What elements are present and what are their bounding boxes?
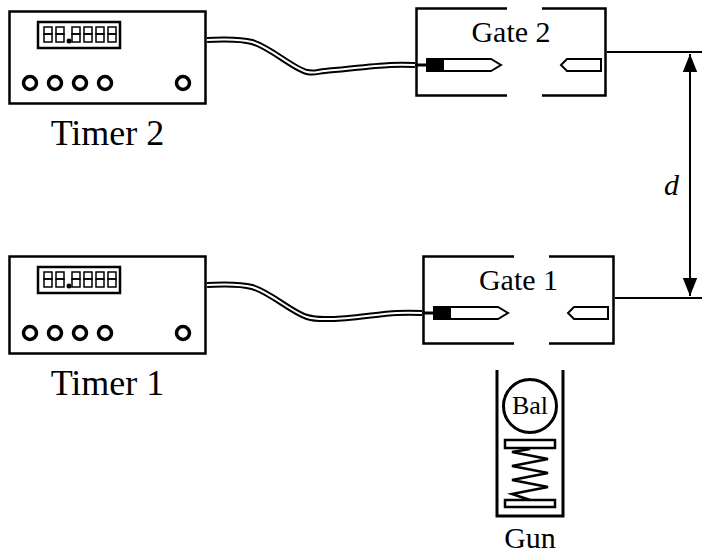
segment-digit — [72, 279, 80, 287]
segment-digit — [44, 34, 52, 42]
cable-outer — [207, 284, 422, 319]
display-window — [38, 267, 120, 293]
segment-digit — [56, 279, 64, 287]
ball-node: Bal — [502, 378, 558, 434]
spring-base — [505, 500, 555, 507]
timer-outline — [8, 255, 207, 355]
timer-knob — [49, 327, 62, 340]
segment-digit — [96, 27, 104, 34]
cable-inner — [207, 39, 415, 72]
segment-digit — [56, 272, 64, 279]
dimension-arrow — [689, 54, 691, 296]
segment-digit — [96, 279, 104, 287]
decimal-point — [67, 284, 72, 289]
segment-digit — [108, 272, 116, 279]
gate-node: Gate 2 — [415, 7, 607, 97]
timer-label: Timer 2 — [51, 115, 165, 151]
timer-knob — [24, 327, 37, 340]
timer-knob — [177, 327, 190, 340]
segment-digit — [108, 279, 116, 287]
timer-knob — [49, 77, 62, 90]
timer-knob — [74, 327, 87, 340]
photogate-sensor — [422, 307, 608, 319]
segment-digit — [84, 272, 92, 279]
timer-cable — [207, 284, 422, 319]
segment-digit — [84, 27, 92, 34]
segment-digit — [108, 34, 116, 42]
timer-outline — [8, 10, 207, 105]
gate-label: Gate 2 — [471, 17, 550, 47]
ball-circle — [504, 380, 557, 433]
emitter — [427, 59, 501, 71]
dimension-d — [607, 52, 702, 298]
segment-digit — [56, 34, 64, 42]
spring-coil — [512, 449, 548, 500]
timer-knob — [24, 77, 37, 90]
dimension-label: d — [664, 170, 679, 200]
ball-label: Bal — [512, 393, 548, 419]
emitter-plug — [434, 307, 450, 319]
timer-cable — [207, 39, 415, 72]
spring-plate — [505, 440, 555, 448]
cable-inner — [207, 284, 422, 319]
timer-node: Timer 1 — [8, 255, 207, 355]
gate-sensors — [415, 59, 608, 319]
timer-case — [10, 12, 206, 104]
gun-node: BalGun — [490, 366, 570, 554]
gate-frame — [424, 257, 614, 344]
timer-label: Timer 1 — [51, 365, 165, 401]
timer-knob — [74, 77, 87, 90]
timer-panel — [24, 22, 190, 90]
receiver — [568, 307, 608, 319]
cable-outer — [207, 39, 415, 72]
extension-line — [607, 51, 702, 53]
gun-barrel — [497, 370, 563, 516]
emitter-plug — [427, 59, 443, 71]
segment-digit — [44, 27, 52, 34]
timer-panel — [24, 267, 190, 340]
timer-case — [10, 257, 206, 354]
timer-knob — [99, 77, 112, 90]
decimal-point — [67, 39, 72, 44]
extension-line — [615, 297, 702, 299]
timer-knob — [99, 327, 112, 340]
spring — [505, 440, 555, 507]
segment-digit — [96, 272, 104, 279]
display-window — [38, 22, 120, 48]
timer-parts — [24, 22, 190, 340]
segment-digit — [84, 34, 92, 42]
segment-digit — [72, 34, 80, 42]
gate-label: Gate 1 — [479, 265, 558, 295]
segment-digit — [44, 279, 52, 287]
segment-digit — [72, 27, 80, 34]
gate-node: Gate 1 — [422, 255, 615, 345]
segment-digit — [84, 279, 92, 287]
segment-digit — [44, 272, 52, 279]
gun-label: Gun — [504, 523, 556, 553]
segment-digit — [108, 27, 116, 34]
segment-digit — [96, 34, 104, 42]
receiver — [561, 59, 601, 71]
segment-digit — [72, 272, 80, 279]
segment-digit — [56, 27, 64, 34]
timer-node: Timer 2 — [8, 10, 207, 105]
timer-knob — [177, 77, 190, 90]
photogate-sensor — [415, 59, 601, 71]
emitter — [434, 307, 508, 319]
gate-frame — [417, 9, 606, 96]
